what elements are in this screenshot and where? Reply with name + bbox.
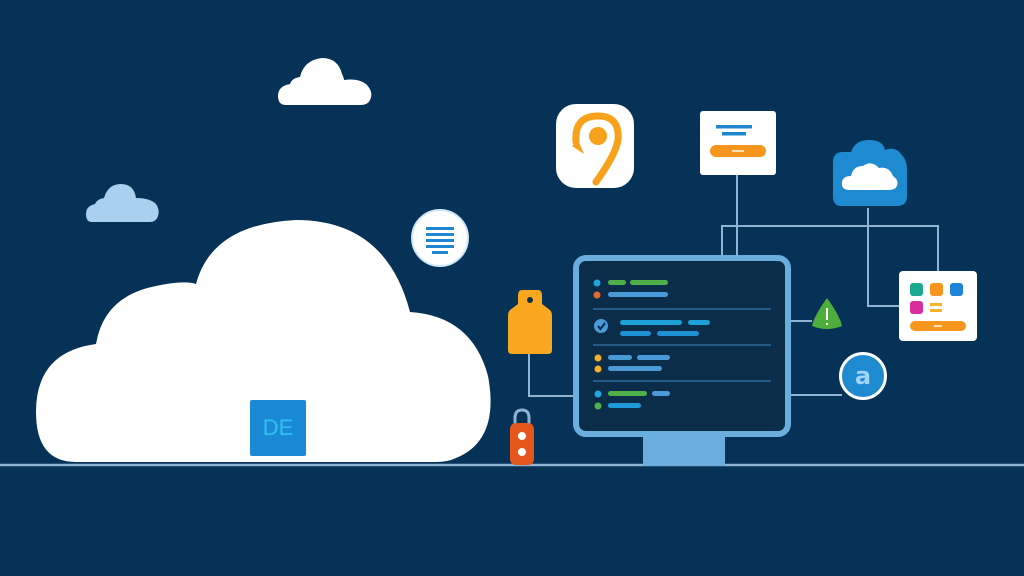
padlock-icon[interactable] [507,408,537,466]
document-list-icon[interactable] [410,208,470,268]
main-cloud [36,220,491,462]
cloud-tile-icon[interactable] [831,138,909,210]
app-grid-icon[interactable] [899,271,977,341]
chat-bubble-icon[interactable]: a [839,352,887,400]
dialog-card-icon[interactable] [700,111,776,175]
monitor-screen[interactable] [572,254,792,466]
de-badge[interactable]: DE [250,400,306,456]
white-cloud [278,58,372,105]
location-pin-icon[interactable] [554,102,636,190]
tag-lock-icon[interactable] [506,290,554,356]
warning-triangle-icon[interactable] [810,296,844,332]
light-blue-cloud [86,184,159,222]
